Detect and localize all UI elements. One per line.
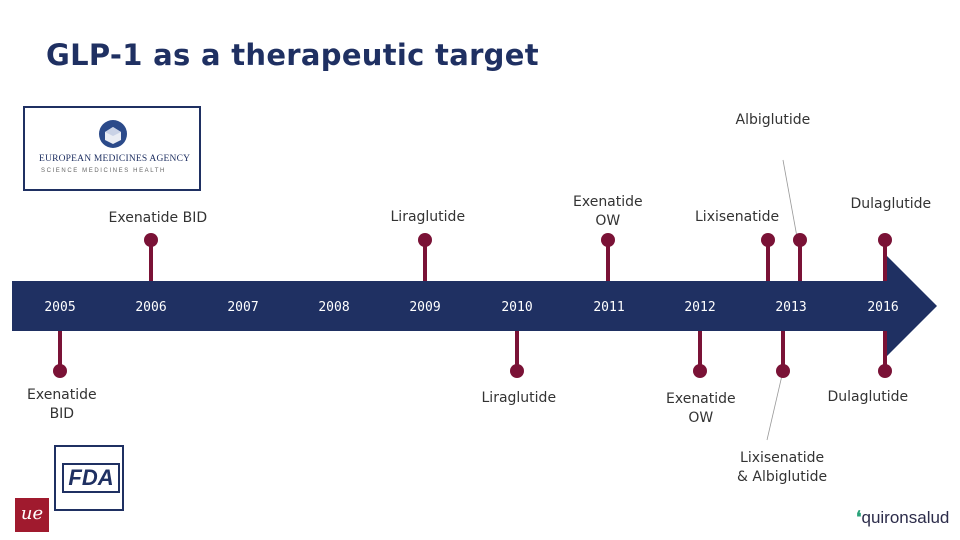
fda-pin-liraglutide-head	[510, 364, 524, 378]
fda-approval-dulaglutide-line: Dulaglutide	[827, 389, 909, 405]
ema-logo: EUROPEAN MEDICINES AGENCY SCIENCE MEDICI…	[23, 106, 201, 191]
ue-logo: ue	[15, 498, 49, 532]
year-label-2007: 2007	[227, 300, 259, 315]
fda-logo: FDA	[54, 445, 124, 511]
ema-approval-albiglutide: Albiglutide	[736, 111, 811, 130]
fda-approval-exenatide-ow-line: OW	[688, 410, 714, 426]
year-label-2010: 2010	[501, 300, 533, 315]
year-label-2016: 2016	[867, 300, 899, 315]
year-label-2006: 2006	[135, 300, 167, 315]
ema-approval-exenatide-bid: Exenatide BID	[109, 209, 208, 228]
fda-approval-liraglutide: Liraglutide	[482, 389, 557, 408]
ema-approval-exenatide-ow-line: OW	[595, 213, 621, 229]
ema-approval-liraglutide: Liraglutide	[391, 208, 466, 227]
fda-pin-dulaglutide-head	[878, 364, 892, 378]
ema-approval-lixisenatide: Lixisenatide	[695, 208, 779, 227]
year-label-2008: 2008	[318, 300, 350, 315]
year-label-2011: 2011	[593, 300, 625, 315]
year-label-2012: 2012	[684, 300, 716, 315]
ema-approval-exenatide-bid-line: Exenatide BID	[108, 210, 208, 226]
ema-approval-dulaglutide-line: Dulaglutide	[850, 196, 932, 212]
quironsalud-logo: ❛quironsalud	[856, 508, 949, 528]
fda-pin-exenatide-ow-head	[693, 364, 707, 378]
fda-approval-dulaglutide: Dulaglutide	[828, 388, 909, 407]
ema-approval-exenatide-ow-line: Exenatide	[573, 194, 643, 210]
ema-approval-dulaglutide: Dulaglutide	[851, 195, 932, 214]
ema-emblem-icon	[99, 120, 127, 148]
albiglutide-connector	[782, 159, 800, 249]
fda-approval-lixisenatide-albiglutide-line: & Albiglutide	[737, 469, 828, 485]
fda-approval-exenatide-bid-line: BID	[49, 406, 75, 422]
fda-approval-exenatide-ow-line: Exenatide	[666, 391, 736, 407]
ema-approval-lixisenatide-line: Lixisenatide	[695, 209, 780, 225]
timeline-arrow	[12, 256, 937, 356]
year-label-2005: 2005	[44, 300, 76, 315]
ema-pin-dulaglutide-head	[878, 233, 892, 247]
fda-pin-exenatide-bid-head	[53, 364, 67, 378]
fda-logo-text: FDA	[62, 463, 120, 493]
fda-approval-lixisenatide-albiglutide-line: Lixisenatide	[740, 450, 825, 466]
ema-approval-liraglutide-line: Liraglutide	[390, 209, 466, 225]
pins-group	[53, 233, 892, 378]
page-title: GLP-1 as a therapeutic target	[46, 38, 539, 72]
year-label-2009: 2009	[409, 300, 441, 315]
year-label-2013: 2013	[775, 300, 807, 315]
quironsalud-mark-icon: ❛	[856, 508, 862, 527]
ema-pin-albiglutide-head	[793, 233, 807, 247]
fda-pin-lixisenatide-albiglutide-head	[776, 364, 790, 378]
fda-approval-exenatide-bid-line: Exenatide	[27, 387, 97, 403]
ema-pin-exenatide-ow-head	[601, 233, 615, 247]
ema-pin-lixisenatide-head	[761, 233, 775, 247]
ema-pin-exenatide-bid-head	[144, 233, 158, 247]
albiglutide-fda-connector	[766, 370, 784, 441]
ema-pin-liraglutide-head	[418, 233, 432, 247]
ema-logo-tagline: SCIENCE MEDICINES HEALTH	[41, 168, 166, 174]
ema-logo-name: EUROPEAN MEDICINES AGENCY	[39, 154, 191, 164]
fda-approval-lixisenatide-albiglutide: Lixisenatide & Albiglutide	[737, 449, 827, 487]
fda-approval-liraglutide-line: Liraglutide	[481, 390, 557, 406]
quironsalud-name: quironsalud	[861, 508, 950, 527]
ema-approval-albiglutide-line: Albiglutide	[735, 112, 811, 128]
